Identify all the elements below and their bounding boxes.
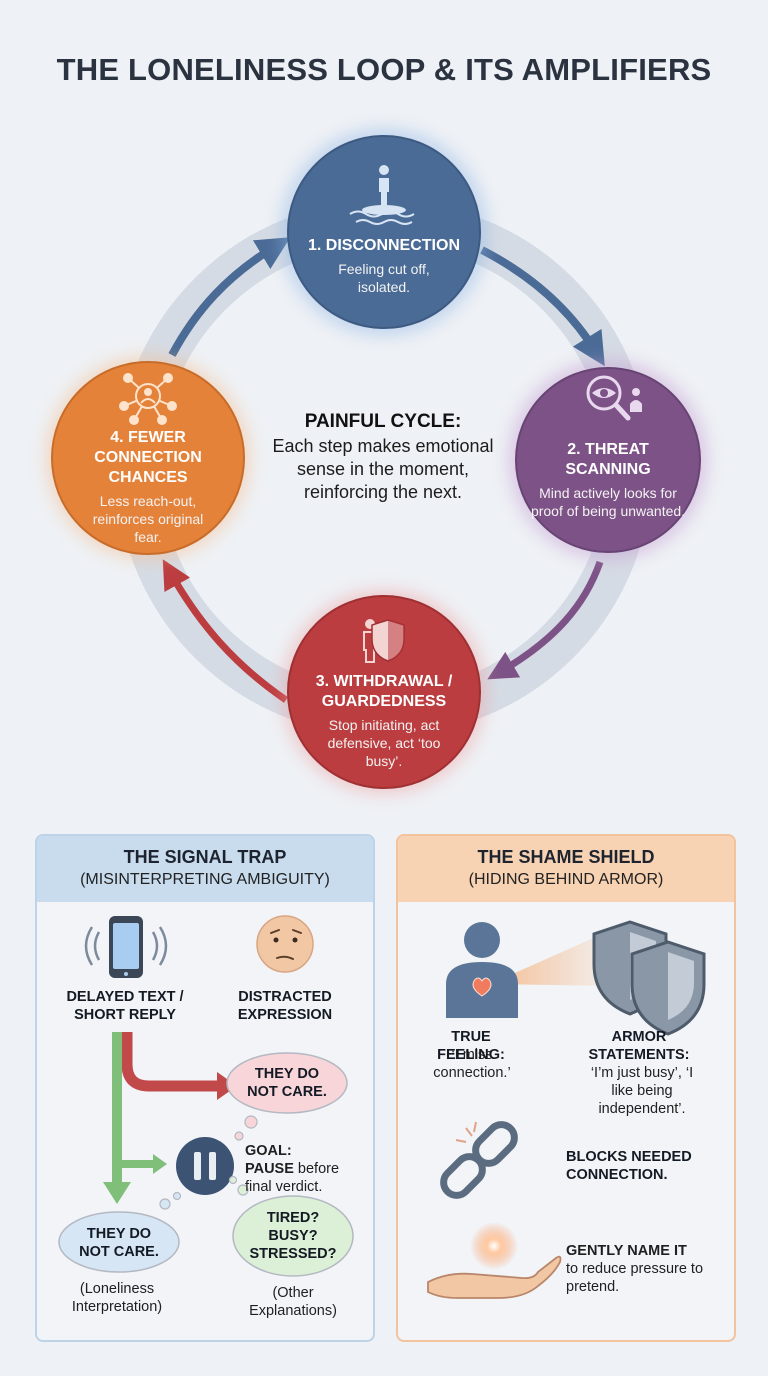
bubble-bottom-text: THEY DO NOT CARE.	[79, 1226, 159, 1260]
arrow-fewer-to-disconnection	[168, 237, 291, 357]
node-disconnection-circle	[287, 135, 481, 329]
node-desc: Less reach-out, reinforces original fear…	[92, 493, 204, 545]
node-title: 3. WITHDRAWAL / GUARDEDNESS	[315, 673, 453, 710]
network-person-icon	[119, 373, 177, 425]
armor-shields-icon	[592, 920, 706, 1036]
shame-shield-subtitle: (HIDING BEHIND ARMOR)	[468, 871, 664, 888]
loneliness-cycle-diagram	[46, 128, 708, 794]
node-fewer-connection: 4. FEWER CONNECTION CHANCES Less reach-o…	[74, 428, 222, 546]
node-title: 2. THREAT SCANNING	[565, 441, 651, 478]
node-desc: Feeling cut off, isolated.	[338, 261, 430, 295]
arrow-withdrawal-to-fewer	[162, 559, 288, 703]
arrow-threat-to-withdrawal	[487, 560, 604, 680]
bubble-alt-caption: (Other Explanations)	[249, 1285, 337, 1319]
shame-shield-title: THE SHAME SHIELD	[477, 847, 655, 867]
center-body: Each step makes emotional sense in the m…	[272, 436, 494, 502]
arrow-disconnection-to-threat	[480, 246, 605, 367]
signal-trap-panel: THE SIGNAL TRAP (MISINTERPRETING AMBIGUI…	[35, 834, 375, 1342]
armor-statements-label: ARMOR STATEMENTS:	[588, 1029, 690, 1063]
blocks-connection-label: BLOCKS NEEDED CONNECTION.	[566, 1149, 692, 1183]
gently-label: GENTLY NAME IT	[566, 1243, 687, 1259]
node-threat-circle	[515, 367, 701, 553]
shame-shield-panel: THE SHAME SHIELD (HIDING BEHIND ARMOR)	[396, 834, 736, 1342]
thought-bubble-bottom	[58, 1191, 182, 1273]
cycle-center-text: PAINFUL CYCLE: Each step makes emotional…	[272, 410, 494, 504]
distracted-expression-label: DISTRACTED EXPRESSION	[237, 989, 333, 1023]
node-disconnection: 1. DISCONNECTION Feeling cut off, isolat…	[294, 236, 474, 296]
person-shield-icon	[363, 619, 405, 663]
node-fewer-circle	[51, 361, 245, 555]
goal-text: GOAL: PAUSE before final verdict.	[245, 1142, 369, 1196]
node-threat-scanning: 2. THREAT SCANNING Mind actively looks f…	[530, 440, 686, 520]
bubble-alt-text: TIRED? BUSY? STRESSED?	[249, 1210, 337, 1262]
thought-bubble-top	[226, 1052, 348, 1141]
signal-trap-illustration	[58, 915, 354, 1277]
signal-trap-subtitle: (MISINTERPRETING AMBIGUITY)	[80, 871, 330, 888]
phone-icon	[84, 916, 168, 978]
node-desc: Mind actively looks for proof of being u…	[530, 485, 686, 519]
page-title: THE LONELINESS LOOP & ITS AMPLIFIERS	[56, 52, 712, 87]
goal-rest: before final verdict.	[245, 1161, 340, 1195]
gently-name-it: GENTLY NAME IT to reduce pressure to pre…	[566, 1242, 726, 1296]
thought-bubble-alt	[228, 1175, 354, 1277]
node-withdrawal-circle	[287, 595, 481, 789]
magnifier-eye-icon	[586, 375, 642, 421]
node-desc: Stop initiating, act defensive, act ‘too…	[327, 717, 441, 769]
armor-statements-text: ‘I’m just busy’, ‘I like being independe…	[590, 1065, 694, 1117]
true-feeling-text: ‘I miss connection.’	[433, 1047, 511, 1081]
red-arrow-path	[121, 1032, 219, 1092]
node-withdrawal: 3. WITHDRAWAL / GUARDEDNESS Stop initiat…	[300, 672, 468, 770]
broken-chain-icon	[440, 1121, 518, 1199]
shame-shield-header: THE SHAME SHIELD (HIDING BEHIND ARMOR)	[398, 836, 734, 902]
delayed-text-label: DELAYED TEXT / SHORT REPLY	[66, 989, 184, 1023]
distracted-face-icon	[256, 915, 314, 973]
pause-icon	[176, 1137, 234, 1195]
node-title: 1. DISCONNECTION	[307, 237, 460, 254]
true-feeling-label: TRUE FEELING:	[437, 1029, 505, 1063]
signal-trap-header: THE SIGNAL TRAP (MISINTERPRETING AMBIGUI…	[37, 836, 373, 902]
signal-trap-title: THE SIGNAL TRAP	[123, 847, 287, 867]
open-hand-glow-icon	[427, 1222, 562, 1299]
node-title: 4. FEWER CONNECTION CHANCES	[94, 429, 202, 486]
goal-label: GOAL:	[245, 1143, 292, 1159]
gently-text: to reduce pressure to pretend.	[566, 1261, 704, 1295]
goal-pause: PAUSE	[245, 1161, 294, 1177]
person-island-icon	[349, 165, 415, 225]
person-icon	[446, 922, 518, 1018]
center-title: PAINFUL CYCLE:	[304, 411, 462, 432]
bubble-bottom-caption: (Loneliness Interpretation)	[71, 1281, 163, 1315]
bubble-top-text: THEY DO NOT CARE.	[247, 1066, 327, 1100]
shame-shield-illustration	[427, 920, 706, 1299]
